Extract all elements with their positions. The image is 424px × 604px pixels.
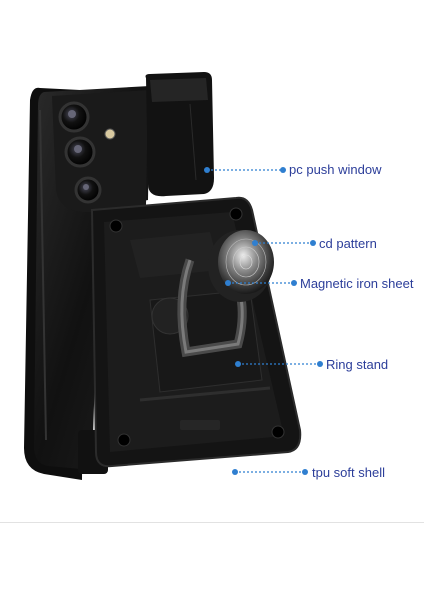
pc-push-window-slider [145,72,214,197]
armor-frame [90,196,302,468]
callout-label-pc-push-window: pc push window [289,162,382,177]
callout-end-dot-pc-push-window [280,167,286,173]
callout-dot-cd-pattern [252,240,258,246]
camera-module [52,90,148,213]
camera-lens-3 [74,176,102,204]
callout-label-ring-stand: Ring stand [326,357,389,372]
callout-dot-pc-push-window [204,167,210,173]
camera-flash [104,128,116,140]
callout-end-dot-tpu-soft-shell [302,469,308,475]
callout-label-magnetic-iron-sheet: Magnetic iron sheet [300,276,414,291]
callout-end-dot-cd-pattern [310,240,316,246]
bottom-divider [0,522,424,523]
callout-dot-ring-stand [235,361,241,367]
cd-pattern-disc [208,230,274,302]
callout-end-dot-magnetic-iron-sheet [291,280,297,286]
callout-dot-tpu-soft-shell [232,469,238,475]
callout-end-dot-ring-stand [317,361,323,367]
callout-label-tpu-soft-shell: tpu soft shell [312,465,385,480]
callout-dot-magnetic-iron-sheet [225,280,231,286]
callout-label-cd-pattern: cd pattern [319,236,377,251]
